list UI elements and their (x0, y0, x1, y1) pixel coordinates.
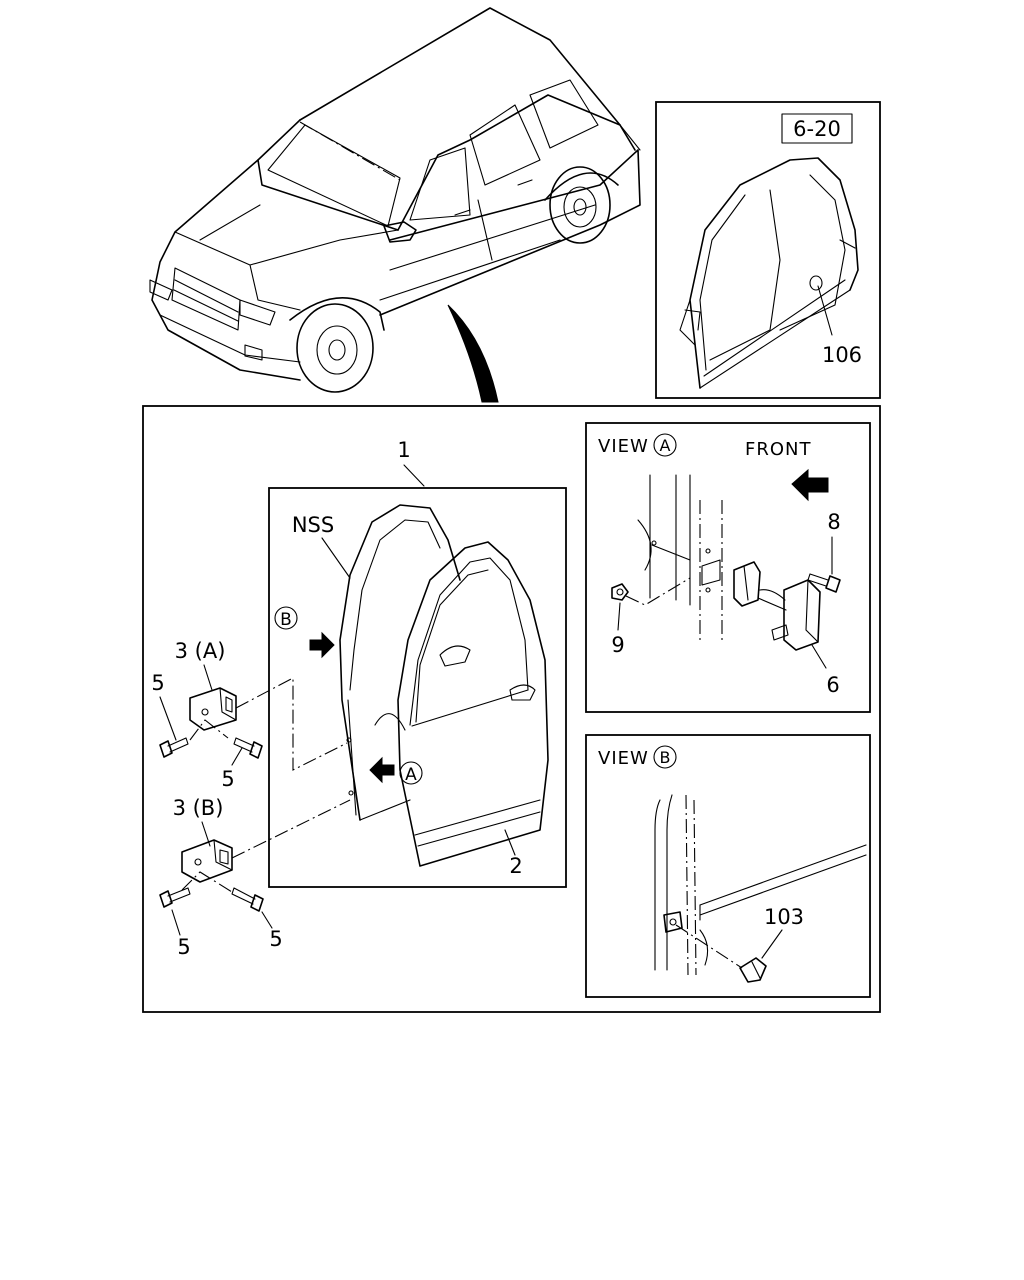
part-3b-label: 3 (B) (173, 796, 224, 820)
part-5-label-4: 5 (269, 927, 282, 951)
view-b-title-word: VIEW (598, 748, 649, 769)
part-106-label: 106 (822, 343, 862, 367)
part-9-label: 9 (611, 633, 624, 657)
front-label: FRONT (745, 439, 812, 460)
nss-label: NSS (292, 513, 334, 537)
main-parts-frame (142, 405, 881, 1013)
part-1-label: 1 (397, 438, 410, 462)
view-a-marker-letter: A (405, 765, 417, 785)
part-3a-label: 3 (A) (175, 639, 226, 663)
view-b-title-letter: B (660, 748, 671, 767)
part-103-label: 103 (764, 905, 804, 929)
part-5-label-1: 5 (151, 671, 164, 695)
view-a-frame (585, 422, 871, 713)
view-a-title-letter: A (660, 436, 671, 455)
view-a-title-word: VIEW (598, 436, 649, 457)
door-outer-panel: 2 (374, 541, 549, 878)
view-b-arrow (309, 631, 335, 659)
front-arrow (791, 468, 829, 502)
grommet-106-shape (809, 275, 823, 291)
door-shell-nss: NSS (292, 504, 461, 821)
part-1-leader (403, 464, 425, 487)
body-side-inset: 6-20 106 (655, 101, 881, 399)
ref-6-20-label: 6-20 (793, 117, 841, 141)
hinge-lower-3b: 3 (B) 5 5 (159, 796, 351, 959)
view-a-arrow (369, 756, 395, 784)
body-side-inset-frame (655, 101, 881, 399)
view-b-marker-letter: B (280, 610, 292, 630)
hinge-upper-3a: 3 (A) 5 5 (151, 639, 348, 791)
door-assembly-frame (268, 487, 567, 888)
part-5-label-3: 5 (177, 935, 190, 959)
part-8-label: 8 (827, 510, 840, 534)
part-5-label-2: 5 (221, 767, 234, 791)
vehicle-illustration (149, 7, 641, 393)
view-pointer-arrow (447, 304, 499, 403)
part-2-label: 2 (509, 854, 522, 878)
view-b-marker: B (274, 606, 335, 659)
view-a-marker: A (369, 756, 423, 785)
view-a-panel: VIEW A FRONT 9 6 8 (585, 422, 871, 713)
view-b-panel: VIEW B 103 (585, 734, 871, 998)
ref-6-20-box (781, 113, 853, 144)
view-b-frame (585, 734, 871, 998)
part-6-label: 6 (826, 673, 839, 697)
